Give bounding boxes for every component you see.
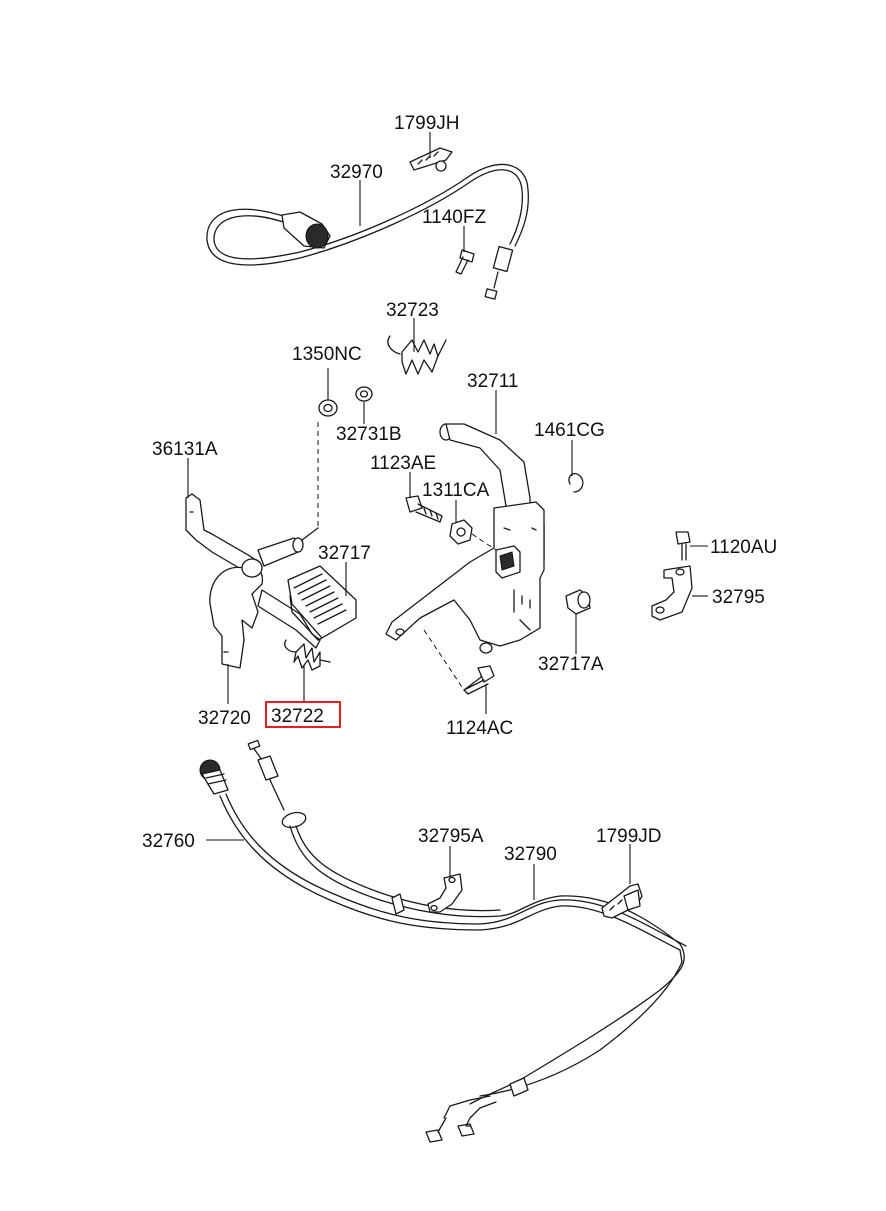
label-1124ac[interactable]: 1124AC	[446, 718, 513, 739]
bushing-32717a	[565, 589, 591, 615]
cable-clip-1799jd	[601, 883, 643, 919]
label-32795a[interactable]: 32795A	[418, 826, 484, 847]
label-32790[interactable]: 32790	[504, 844, 557, 865]
label-1311ca[interactable]: 1311CA	[422, 480, 490, 501]
label-32717a[interactable]: 32717A	[538, 654, 604, 675]
label-32795[interactable]: 32795	[712, 587, 765, 608]
spring-32723	[387, 335, 447, 375]
throttle-cable-upper	[206, 163, 529, 300]
label-1799jh[interactable]: 1799JH	[394, 113, 460, 134]
clip-1461cg	[568, 472, 584, 493]
label-36131a[interactable]: 36131A	[152, 439, 218, 460]
label-1120au[interactable]: 1120AU	[710, 537, 777, 558]
label-32731b[interactable]: 32731B	[336, 424, 402, 445]
label-1123ae[interactable]: 1123AE	[370, 453, 436, 474]
part-labels: 1799JH 32970 1140FZ 32723 1350NC 32711 3…	[142, 113, 777, 865]
label-32722[interactable]: 32722	[271, 706, 324, 727]
label-32720[interactable]: 32720	[198, 708, 251, 729]
cable-connector-upper	[281, 211, 331, 249]
throttle-cable-32790	[247, 739, 685, 1143]
bolt-1120au	[675, 531, 691, 561]
label-1140fz[interactable]: 1140FZ	[422, 207, 486, 228]
label-32970[interactable]: 32970	[330, 162, 383, 183]
cable-end-lower-right	[425, 1117, 475, 1143]
label-32711[interactable]: 32711	[467, 371, 518, 392]
bracket-32795	[651, 565, 693, 621]
cable-connector-lower	[199, 759, 229, 795]
leader-lines	[187, 132, 708, 900]
assembly-line-nut	[471, 533, 497, 551]
highlight-box-32722	[265, 701, 341, 728]
label-32760[interactable]: 32760	[142, 831, 195, 852]
bolt-1140fz	[455, 249, 475, 275]
washer-32731b	[355, 386, 373, 402]
label-32723[interactable]: 32723	[386, 300, 439, 321]
throttle-cable-32760	[199, 759, 687, 1097]
bolt-1123ae	[405, 495, 443, 523]
cable-end-lower-left	[247, 739, 307, 829]
label-1461cg[interactable]: 1461CG	[534, 420, 605, 441]
cable-grommet	[391, 893, 405, 915]
pedal-arm-assembly	[185, 493, 321, 669]
bracket-32795a	[427, 873, 463, 913]
cable-end-upper	[484, 245, 514, 300]
label-1799jd[interactable]: 1799JD	[596, 826, 662, 847]
nut-1311ca	[449, 519, 473, 545]
bolt-1124ac	[423, 629, 495, 695]
washer-1350nc	[318, 399, 338, 417]
cable-splitter	[443, 1077, 529, 1127]
bracket-32711	[385, 423, 545, 654]
label-32717[interactable]: 32717	[318, 543, 371, 564]
spring-32722	[284, 639, 331, 671]
pedal-pad-32717	[287, 565, 357, 641]
cable-clip-1799jh	[409, 147, 453, 172]
label-1350nc[interactable]: 1350NC	[292, 344, 362, 365]
